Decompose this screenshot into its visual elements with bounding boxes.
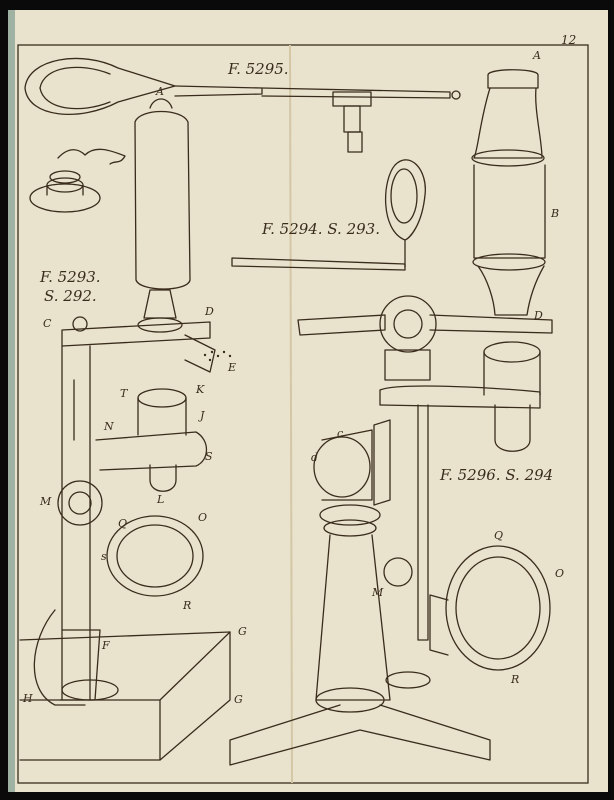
left-microscope-drawing	[33, 98, 216, 706]
label-D-right: D	[534, 309, 543, 322]
teal-page-edge	[8, 10, 15, 792]
label-G-top: G	[238, 625, 247, 638]
label-M-left: M	[40, 495, 52, 508]
label-D-left: D	[205, 305, 214, 318]
label-M-right: M	[372, 586, 384, 599]
debris-dots	[203, 350, 232, 362]
label-s: s	[101, 550, 107, 563]
page-number: 12	[561, 33, 577, 47]
label-L: L	[157, 493, 165, 506]
label-F: F	[102, 639, 110, 652]
label-c: c	[337, 427, 344, 440]
label-O-right: O	[555, 567, 565, 580]
caption-fig5295: F. 5295.	[228, 60, 289, 78]
label-K: K	[196, 383, 205, 396]
label-O-left: O	[198, 511, 208, 524]
label-S: S	[205, 450, 213, 463]
label-A-top: A	[533, 49, 541, 62]
label-J: J	[200, 409, 205, 422]
detached-parts-left	[29, 148, 126, 213]
label-R-right: R	[511, 673, 520, 686]
fold-line	[289, 44, 293, 784]
label-d: d	[311, 451, 319, 464]
right-microscope-drawing	[229, 69, 553, 766]
label-N: N	[104, 420, 114, 433]
fig5295-drawing	[24, 57, 461, 153]
label-R-left: R	[183, 599, 192, 612]
label-C: C	[43, 317, 52, 330]
fig5294-drawing	[231, 159, 426, 271]
base-block	[19, 631, 231, 761]
caption-fig5293-line1: F. 5293.	[40, 268, 101, 286]
paper-background	[8, 10, 608, 792]
caption-fig5294: F. 5294. S. 293.	[262, 220, 380, 238]
label-Q-left: Q	[118, 517, 128, 530]
label-B: B	[551, 207, 560, 220]
caption-fig5293-line2: S. 292.	[44, 287, 97, 305]
label-A-left: A	[156, 85, 164, 98]
caption-fig5296: F. 5296. S. 294	[440, 466, 554, 484]
plate-border	[17, 44, 589, 784]
label-E: E	[228, 361, 237, 374]
label-T: T	[120, 387, 128, 400]
label-H: H	[23, 692, 33, 705]
label-Q-right: Q	[494, 529, 504, 542]
label-G-bottom: G	[234, 693, 243, 706]
